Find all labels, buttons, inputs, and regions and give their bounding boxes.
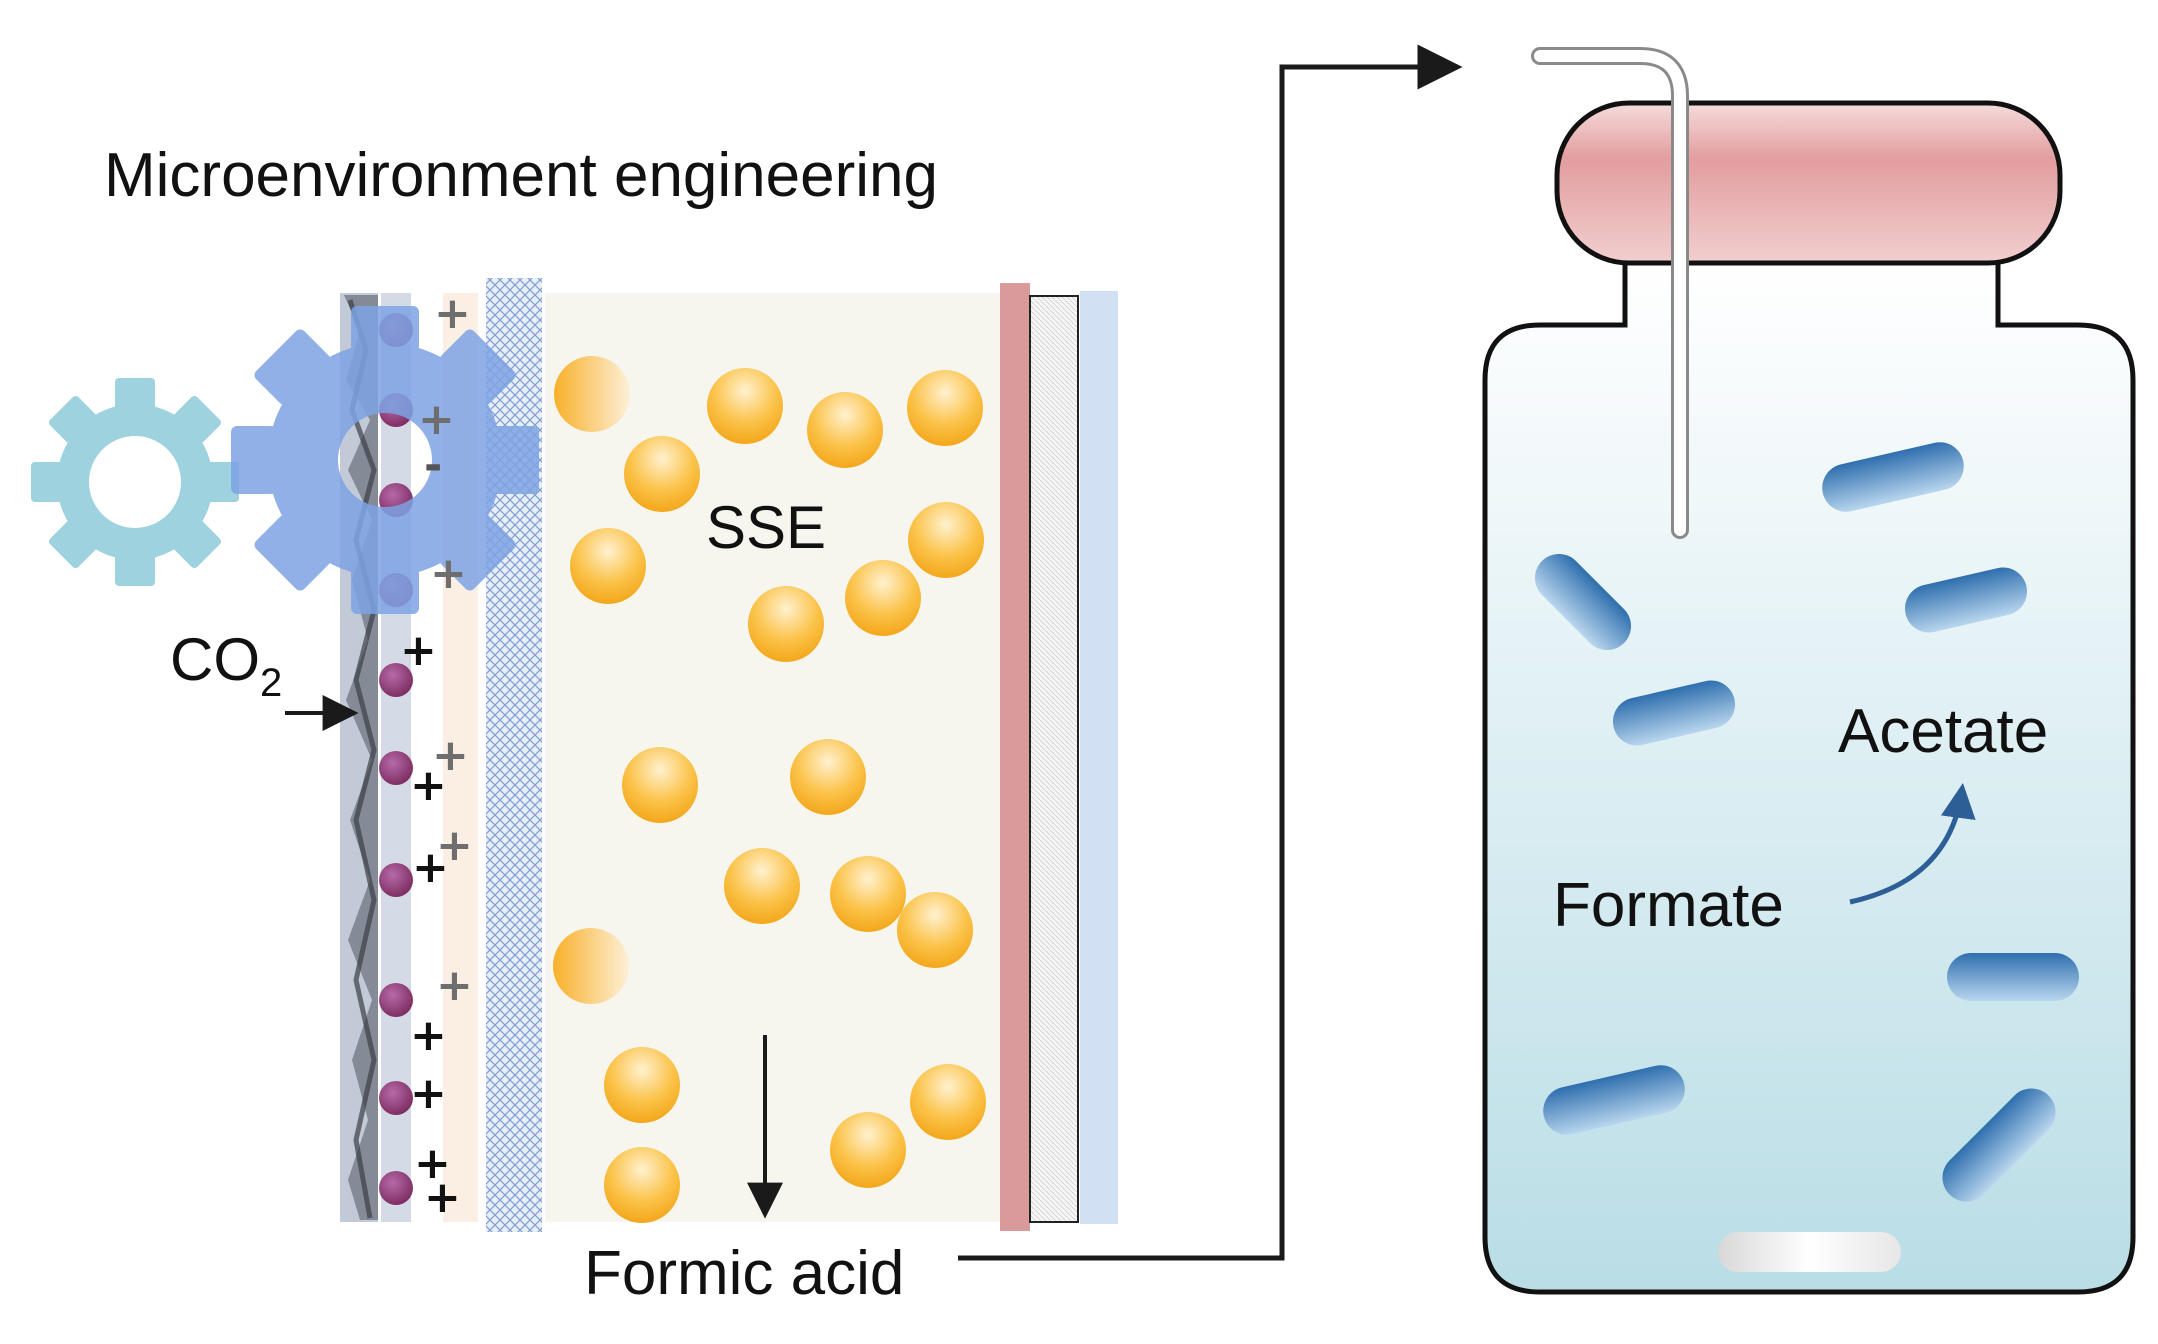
cation-exchange-membrane <box>1000 283 1030 1231</box>
plus-charge: + <box>436 960 473 1011</box>
anode-electrode <box>1029 295 1079 1223</box>
gas-tube-inner <box>1534 50 1686 536</box>
electrolyte-particle <box>897 892 973 968</box>
electrolyte-particle <box>830 1112 906 1188</box>
stir-bar <box>1718 1232 1901 1272</box>
catalyst-dot <box>379 1171 413 1205</box>
plus-charge: + <box>410 1068 447 1119</box>
plus-charge: + <box>434 288 471 339</box>
electrolyte-particle <box>553 928 629 1004</box>
co2-label: CO2 <box>170 626 282 705</box>
electrolyte-particle <box>910 1064 986 1140</box>
sse-label: SSE <box>706 494 826 561</box>
title-label: Microenvironment engineering <box>104 141 938 210</box>
plus-charge: + <box>424 1172 461 1223</box>
plus-charge: + <box>412 842 449 893</box>
plus-charge: + <box>400 625 437 676</box>
catalyst-dot <box>379 663 413 697</box>
electrolyte-particle <box>622 747 698 823</box>
jar-lid <box>1554 100 2063 266</box>
bacterium <box>1822 442 1964 512</box>
electrolyte-particle <box>807 392 883 468</box>
plus-charge: + <box>436 820 473 871</box>
electrolyte-particle <box>845 560 921 636</box>
plus-charge: + <box>432 730 469 781</box>
bacterium <box>1942 1088 2056 1202</box>
plus-charge: + <box>410 760 447 811</box>
electrolyte-particle <box>570 528 646 604</box>
solid-electrolyte-particles <box>553 356 986 1223</box>
catalyst-dot <box>379 863 413 897</box>
electrolyte-particle <box>830 856 906 932</box>
minus-charge: - <box>424 440 442 491</box>
plus-charge: + <box>430 548 467 599</box>
electrolyte-particle <box>907 370 983 446</box>
electrolyte-particle <box>707 368 783 444</box>
formic-acid-label: Formic acid <box>584 1239 904 1308</box>
anode-flow-plate <box>1080 291 1118 1224</box>
catalyst-dot <box>379 983 413 1017</box>
bacterium <box>1904 567 2028 633</box>
bacterium <box>1534 553 1632 651</box>
plus-charge: + <box>414 1138 451 1189</box>
electrolyte-particle <box>748 586 824 662</box>
small-gear-icon <box>31 378 239 586</box>
jar-body <box>1482 259 2136 1295</box>
carbon-fiber-strand <box>344 295 378 1220</box>
plus-charge: + <box>418 394 455 445</box>
charge-signs: + + - + + + + + + + + + + + <box>400 288 473 1223</box>
electrolyte-particle <box>624 436 700 512</box>
electrolyte-particle <box>604 1047 680 1123</box>
conversion-arrow <box>1849 783 1976 905</box>
bioreactor-jar <box>1482 47 2136 1295</box>
catalyst-dot <box>379 1081 413 1115</box>
electrolyte-particle <box>724 848 800 924</box>
electrolyte-particle <box>604 1147 680 1223</box>
large-gear-icon <box>231 306 539 614</box>
bacteria-cells <box>1534 442 2079 1202</box>
co2-label-main: CO <box>170 626 260 693</box>
formate-label: Formate <box>1553 871 1784 940</box>
bacterium <box>1612 680 1736 746</box>
electrolyte-particle <box>908 502 984 578</box>
bacterium <box>1543 1065 1685 1135</box>
electrolyte-particle <box>554 356 630 432</box>
plus-charge: + <box>410 1010 447 1061</box>
co2-label-subscript: 2 <box>260 661 282 705</box>
catalyst-dot <box>379 751 413 785</box>
electrolyte-particle <box>790 739 866 815</box>
bacterium <box>1947 953 2079 1001</box>
acetate-label: Acetate <box>1838 697 2048 766</box>
transfer-arrow <box>958 44 1463 1261</box>
